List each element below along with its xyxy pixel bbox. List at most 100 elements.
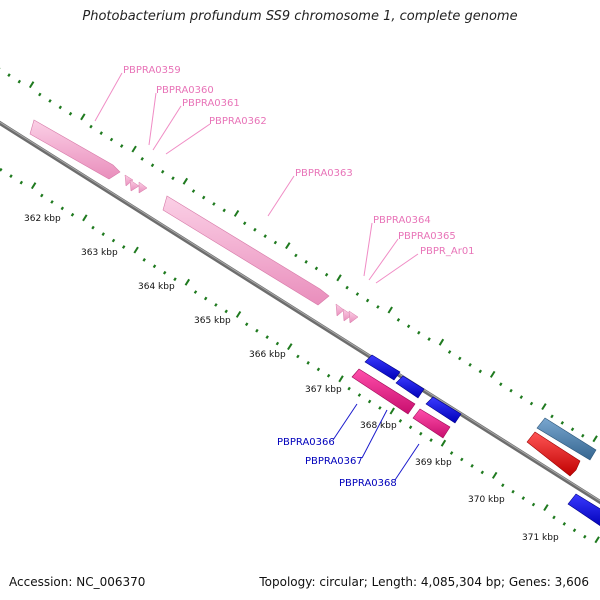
gene-label-pbpra0360[interactable]: PBPRA0360 — [156, 85, 214, 96]
gene-red[interactable] — [526, 431, 581, 477]
gene-blue-b[interactable] — [395, 375, 425, 399]
gene-label-pbpra0365[interactable]: PBPRA0365 — [398, 231, 456, 242]
minor-tick — [572, 528, 577, 533]
major-tick — [133, 246, 139, 254]
major-tick — [491, 471, 498, 479]
minor-tick — [406, 324, 411, 329]
gene-label-pbpra0361[interactable]: PBPRA0361 — [182, 98, 240, 109]
gene-blue-edge[interactable] — [567, 493, 600, 527]
minor-tick — [296, 354, 300, 359]
minor-tick — [314, 266, 319, 271]
minor-tick — [417, 330, 421, 335]
minor-tick — [480, 470, 485, 475]
minor-tick — [99, 131, 103, 135]
minor-tick — [583, 534, 587, 539]
minor-tick — [162, 270, 167, 275]
kbp-label: 367 kbp — [305, 385, 342, 395]
gene-label-pbpr-ar01[interactable]: PBPR_Ar01 — [420, 246, 475, 257]
minor-tick — [244, 322, 249, 327]
minor-tick — [109, 137, 114, 142]
gene-pbpr-ar01[interactable] — [348, 310, 359, 324]
major-tick — [235, 310, 242, 318]
minor-tick — [470, 464, 474, 468]
minor-tick — [427, 337, 431, 341]
minor-tick — [365, 298, 370, 303]
minor-tick — [265, 335, 269, 339]
major-tick — [82, 214, 88, 222]
major-tick — [541, 403, 547, 411]
gene-pbpra0360[interactable] — [124, 174, 134, 187]
kbp-label: 366 kbp — [249, 350, 286, 360]
gene-label-pbpra0367[interactable]: PBPRA0367 — [305, 456, 363, 467]
gene-label-pbpra0366[interactable]: PBPRA0366 — [277, 437, 335, 448]
minor-tick — [429, 438, 433, 442]
minor-tick — [121, 245, 126, 249]
minor-tick — [447, 350, 452, 354]
reverse-gene-labels: PBPRA0366 PBPRA0367 PBPRA0368 — [277, 437, 397, 489]
minor-tick — [408, 425, 413, 430]
minor-tick — [60, 206, 65, 211]
minor-tick — [214, 303, 218, 307]
minor-tick — [160, 169, 165, 174]
gene-label-pbpra0359[interactable]: PBPRA0359 — [123, 65, 181, 76]
minor-tick — [499, 382, 503, 387]
gene-label-pbpra0368[interactable]: PBPRA0368 — [339, 478, 397, 489]
gene-pbpra0365[interactable] — [342, 308, 353, 322]
minor-tick — [306, 361, 310, 365]
minor-tick — [89, 124, 93, 129]
minor-tick — [191, 189, 196, 193]
minor-tick — [509, 388, 513, 393]
minor-tick — [48, 99, 52, 103]
gene-pbpra0361[interactable] — [129, 179, 140, 192]
minor-tick — [521, 496, 526, 500]
chromosome-backbone — [0, 120, 600, 505]
gene-steel-blue[interactable] — [536, 417, 597, 461]
gene-pbpra0368[interactable] — [412, 408, 451, 439]
major-tick — [80, 113, 86, 121]
minor-tick — [9, 174, 13, 178]
minor-tick — [263, 234, 267, 238]
minor-tick — [222, 208, 226, 213]
gene-label-pbpra0362[interactable]: PBPRA0362 — [209, 116, 267, 127]
minor-tick — [255, 328, 259, 333]
minor-tick — [193, 290, 198, 294]
reverse-strand-tick-row — [0, 167, 600, 544]
kbp-label: 371 kbp — [522, 533, 559, 543]
gene-pbpra0364[interactable] — [335, 303, 345, 317]
minor-tick — [111, 238, 116, 243]
gene-pbpra0363[interactable] — [162, 195, 330, 306]
kbp-label: 365 kbp — [194, 316, 231, 326]
minor-tick — [357, 393, 362, 397]
gene-label-pbpra0363[interactable]: PBPRA0363 — [295, 168, 353, 179]
minor-tick — [19, 180, 24, 185]
minor-tick — [150, 163, 155, 168]
gene-pbpra0362[interactable] — [138, 181, 148, 194]
minor-tick — [17, 79, 22, 84]
major-tick — [592, 435, 598, 443]
minor-tick — [304, 260, 308, 264]
gene-label-pbpra0364[interactable]: PBPRA0364 — [373, 215, 431, 226]
minor-tick — [378, 406, 382, 410]
minor-tick — [419, 431, 423, 436]
minor-tick — [458, 356, 462, 361]
minor-tick — [38, 92, 42, 97]
minor-tick — [570, 427, 575, 432]
gene-blue-c[interactable] — [425, 396, 462, 424]
minor-tick — [253, 227, 257, 232]
genome-summary-text: Topology: circular; Length: 4,085,304 bp… — [259, 575, 589, 589]
gene-pbpra0359[interactable] — [29, 119, 121, 180]
kbp-scale-labels: 362 kbp 363 kbp 364 kbp 365 kbp 366 kbp … — [24, 214, 559, 543]
major-tick — [389, 407, 395, 415]
kbp-label: 369 kbp — [415, 458, 452, 468]
minor-tick — [119, 144, 124, 148]
minor-tick — [460, 457, 464, 462]
major-tick — [233, 209, 240, 217]
major-tick — [28, 81, 35, 89]
gene-pbpra0366[interactable] — [351, 368, 416, 415]
minor-tick — [171, 176, 175, 181]
major-tick — [543, 504, 549, 512]
gene-blue-a[interactable] — [364, 354, 401, 381]
minor-tick — [50, 200, 54, 204]
major-tick — [336, 274, 342, 282]
minor-tick — [449, 451, 454, 455]
